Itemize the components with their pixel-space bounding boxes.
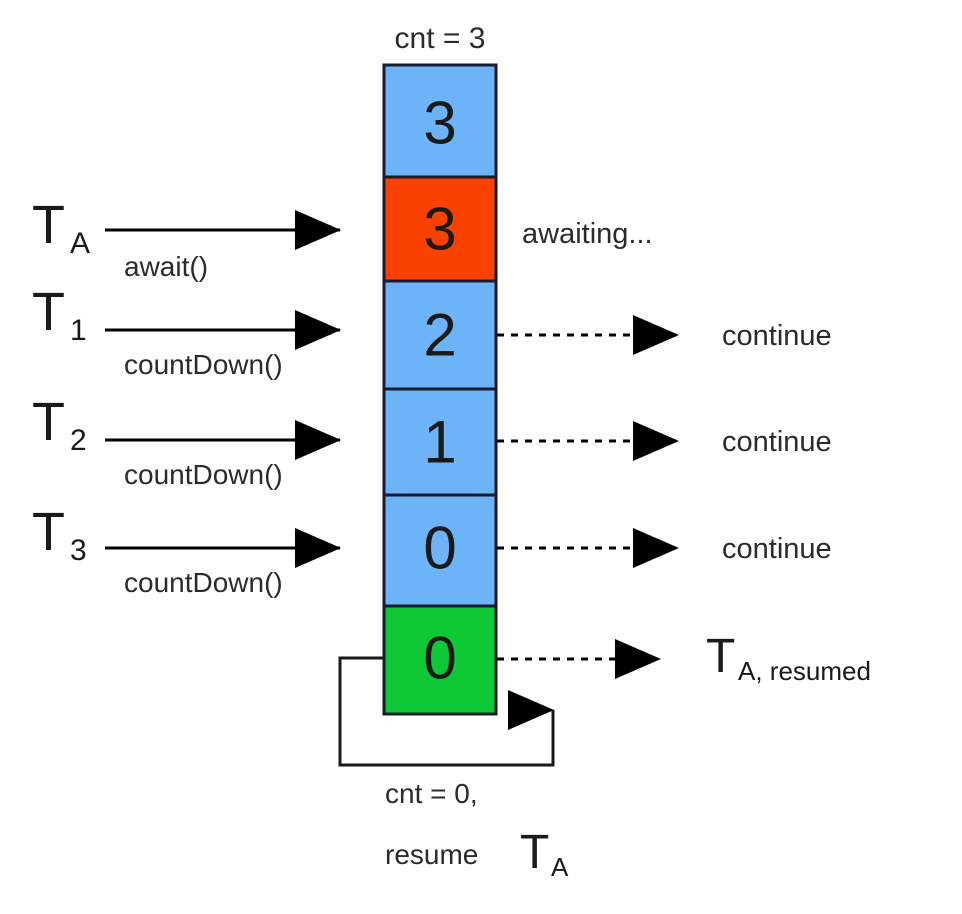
thread-ta-name: T [32, 195, 65, 255]
thread-row-ta: T A await() [32, 195, 341, 282]
thread-row-t3: T 3 countDown() [32, 502, 341, 598]
outcome-ta-resumed-name: T [706, 630, 735, 683]
thread-row-t1: T 1 countDown() [32, 282, 341, 380]
latch-cell-1-box [382, 175, 498, 283]
resume-loop-label-line1: cnt = 0, [385, 778, 478, 809]
outcome-ta-resumed-subscript: A, resumed [738, 656, 871, 686]
thread-t2-name: T [32, 392, 65, 452]
latch-cell-2-value: 2 [423, 302, 456, 369]
latch-header-label: cnt = 3 [395, 22, 486, 55]
latch-cell-3-box [382, 387, 498, 497]
thread-ta-subscript: A [70, 227, 90, 260]
latch-cell-3-value: 1 [423, 409, 456, 476]
outcome-continue-1: continue [497, 315, 832, 355]
thread-ta-method-label: await() [124, 251, 208, 282]
thread-row-t2: T 2 countDown() [32, 392, 341, 490]
thread-t2-method-label: countDown() [124, 459, 283, 490]
outcome-continue-2-label: continue [722, 426, 832, 458]
thread-t1-subscript: 1 [70, 314, 87, 347]
latch-column: 3 3 2 1 0 [382, 63, 498, 716]
latch-cell-0-box [382, 63, 498, 179]
outcome-continue-3: continue [497, 528, 832, 568]
thread-t2-subscript: 2 [70, 424, 87, 457]
latch-cell-4-value: 0 [423, 515, 456, 582]
resume-loop-label-line2-prefix: resume [385, 839, 478, 870]
latch-cell-5-box [382, 604, 498, 716]
thread-t3-name: T [32, 502, 65, 562]
latch-cell-1-value: 3 [423, 196, 456, 263]
outcome-continue-3-label: continue [722, 533, 832, 565]
resume-feedback-loop: cnt = 0, resume T A [338, 656, 569, 882]
thread-t3-subscript: 3 [70, 534, 87, 567]
latch-cell-5-value: 0 [423, 625, 456, 692]
outcome-ta-resumed: T A, resumed [497, 630, 871, 686]
outcome-continue-1-label: continue [722, 320, 832, 352]
latch-cell-0-value: 3 [423, 90, 456, 157]
latch-cell-1: 3 [382, 175, 498, 283]
latch-cell-0: 3 [382, 63, 498, 179]
resume-feedback-path [338, 656, 555, 767]
latch-cell-2: 2 [382, 279, 498, 391]
resume-loop-label-thread-name: T [520, 826, 549, 879]
latch-cell-3: 1 [382, 387, 498, 497]
outcome-awaiting: awaiting... [522, 218, 653, 250]
thread-t1-name: T [32, 282, 65, 342]
thread-t1-method-label: countDown() [124, 349, 283, 380]
thread-t3-method-label: countDown() [124, 567, 283, 598]
latch-cell-5: 0 [382, 604, 498, 716]
resume-loop-label-thread-subscript: A [551, 852, 569, 882]
outcome-continue-2: continue [497, 421, 832, 461]
outcome-awaiting-label: awaiting... [522, 218, 653, 250]
latch-cell-4: 0 [382, 493, 498, 608]
